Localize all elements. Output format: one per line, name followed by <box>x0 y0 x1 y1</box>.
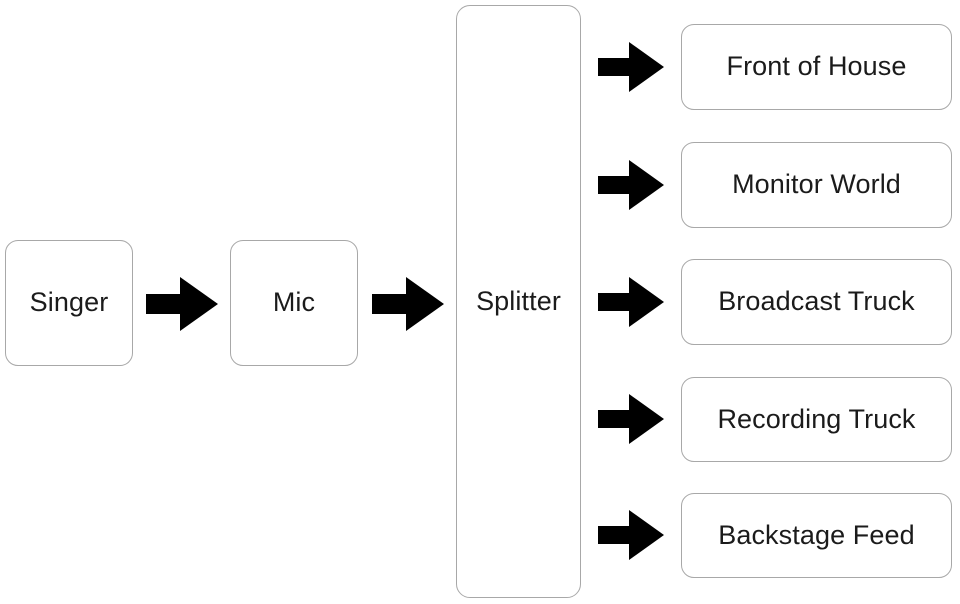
node-monitor-world[interactable]: Monitor World <box>681 142 952 228</box>
arrow-splitter-to-recording-truck-icon <box>598 394 664 444</box>
arrow-splitter-to-front-of-house-icon <box>598 42 664 92</box>
arrow-splitter-to-backstage-feed-icon <box>598 510 664 560</box>
node-recording-truck[interactable]: Recording Truck <box>681 377 952 462</box>
node-splitter-label: Splitter <box>476 285 561 316</box>
arrow-splitter-to-monitor-world-icon <box>598 160 664 210</box>
arrow-mic-to-splitter-icon <box>372 277 444 331</box>
node-front-of-house-label: Front of House <box>726 51 907 82</box>
node-broadcast-truck[interactable]: Broadcast Truck <box>681 259 952 345</box>
node-splitter[interactable]: Splitter <box>456 5 581 598</box>
node-recording-truck-label: Recording Truck <box>717 403 916 434</box>
arrow-singer-to-mic-icon <box>146 277 218 331</box>
node-monitor-world-label: Monitor World <box>732 169 901 200</box>
node-singer-label: Singer <box>29 287 109 318</box>
node-broadcast-truck-label: Broadcast Truck <box>718 286 915 317</box>
node-backstage-feed[interactable]: Backstage Feed <box>681 493 952 578</box>
node-front-of-house[interactable]: Front of House <box>681 24 952 110</box>
node-mic[interactable]: Mic <box>230 240 358 366</box>
node-backstage-feed-label: Backstage Feed <box>718 519 915 550</box>
node-mic-label: Mic <box>272 287 316 318</box>
arrow-splitter-to-broadcast-truck-icon <box>598 277 664 327</box>
node-singer[interactable]: Singer <box>5 240 133 366</box>
